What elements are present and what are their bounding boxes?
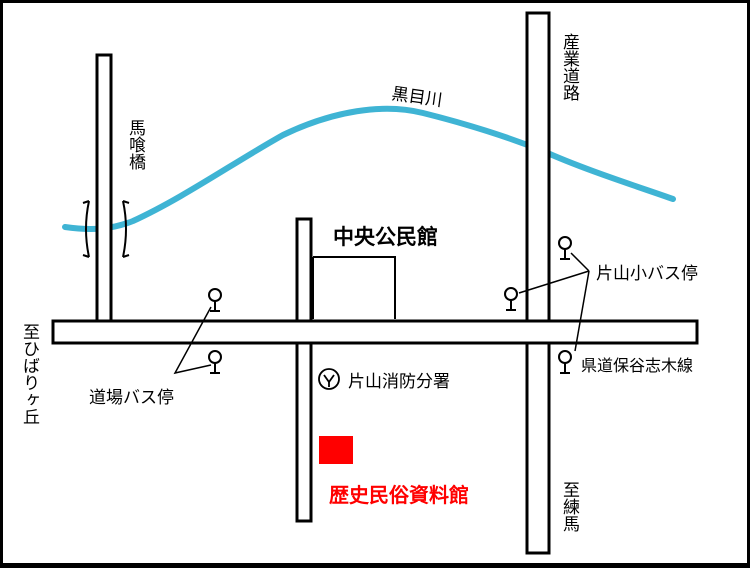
bus-stop-icon: [558, 350, 572, 374]
bridge-label: 馬喰橋: [125, 119, 146, 171]
bus-stop-icon: [208, 350, 222, 374]
bus-stop-katayama-label: 片山小バス停: [596, 264, 698, 284]
road-center-street: [295, 217, 313, 523]
museum-label: 歴史民俗資料館: [329, 483, 469, 507]
bus-stop-icon: [504, 287, 518, 311]
road-prefectural: [51, 319, 699, 345]
map-frame: 黒目川 中央公民館 片山消防分署 歴史民俗資料館 片山小バス停 道場バス停 県道…: [3, 3, 747, 563]
fire-station-icon: [318, 368, 340, 390]
bridge-symbol: [82, 200, 130, 258]
road-industrial: [525, 11, 551, 555]
kurome-river: [62, 105, 676, 232]
bus-stop-dojo-label: 道場バス停: [89, 388, 174, 408]
to-nerima-label: 至練馬: [559, 481, 580, 533]
leader-lines: [173, 252, 590, 375]
access-map: 黒目川 中央公民館 片山消防分署 歴史民俗資料館 片山小バス停 道場バス停 県道…: [19, 11, 699, 555]
bus-stop-icon: [558, 236, 572, 260]
community-hall-label: 中央公民館: [333, 225, 438, 249]
fire-station-label: 片山消防分署: [348, 372, 450, 392]
bus-stop-icon: [208, 288, 222, 312]
road-network: [51, 11, 699, 555]
prefectural-road-label: 県道保谷志木線: [581, 356, 693, 375]
red-square-marker-icon: [319, 436, 353, 464]
community-hall-building: [312, 256, 396, 319]
road-bridge-street: [95, 53, 113, 325]
to-hibarigaoka-label: 至ひばりヶ丘: [19, 323, 40, 425]
industrial-road-label: 産業道路: [559, 33, 580, 101]
